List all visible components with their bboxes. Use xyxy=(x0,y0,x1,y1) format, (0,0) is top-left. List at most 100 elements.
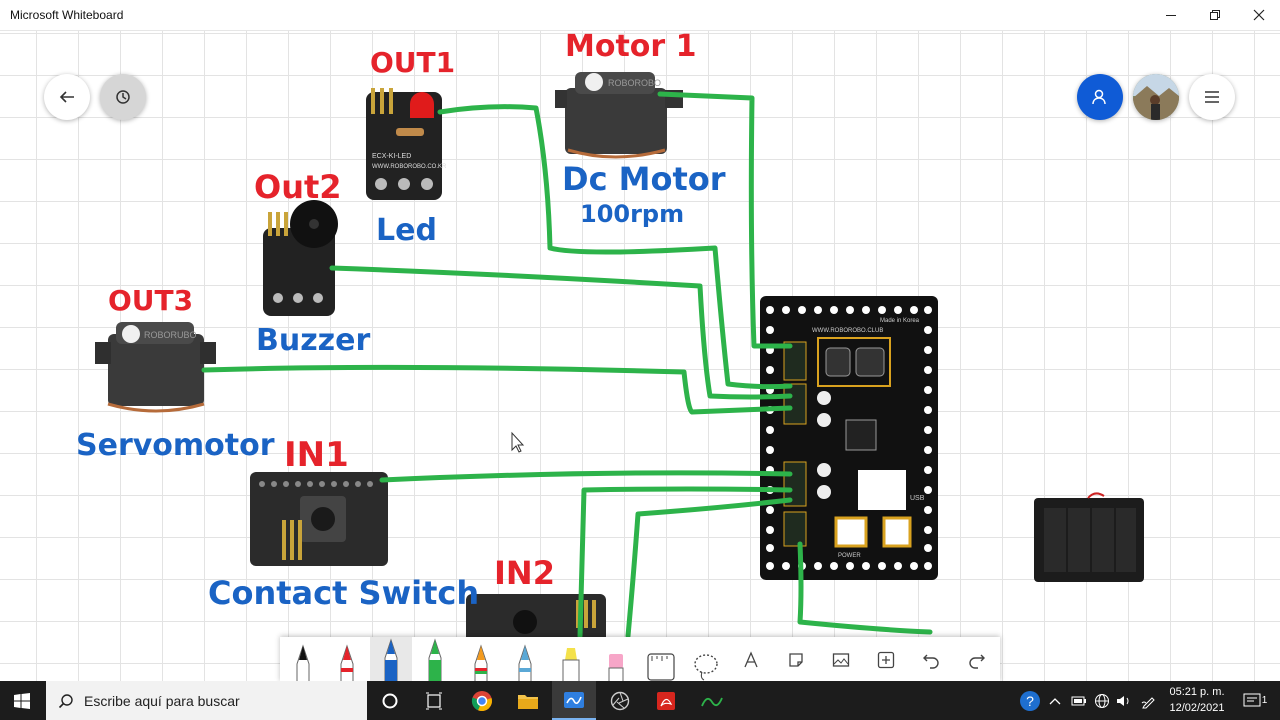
lasso-icon xyxy=(694,654,718,681)
task-view-icon xyxy=(426,692,442,709)
dc-motor-image[interactable]: ROBOROBO xyxy=(555,72,683,159)
black-pen-icon xyxy=(296,644,310,682)
clock-date: 12/02/2021 xyxy=(1169,702,1225,714)
taskbar-search[interactable]: Escribe aquí para buscar xyxy=(46,681,367,720)
back-button[interactable] xyxy=(44,74,90,120)
motor-brand-text: ROBOROBO xyxy=(608,78,661,88)
avatar[interactable] xyxy=(1133,74,1179,120)
battery-tray[interactable] xyxy=(1068,681,1090,720)
controller-board-image[interactable]: WWW.ROBOROBO.CLUB Made in Korea USB POWE… xyxy=(760,296,938,580)
svg-text:ROBORUBO: ROBORUBO xyxy=(144,330,197,340)
close-button[interactable] xyxy=(1236,0,1280,30)
undo-icon xyxy=(923,654,939,669)
led-module-text: WWW.ROBOROBO.CO.KR xyxy=(372,164,447,170)
label-motor1: Motor 1 xyxy=(565,31,697,64)
green-pen-icon xyxy=(428,638,442,682)
svg-text:?: ? xyxy=(1026,693,1034,709)
note-icon xyxy=(789,652,803,667)
chrome-icon xyxy=(471,690,492,711)
invite-button[interactable] xyxy=(1077,74,1123,120)
help-icon: ? xyxy=(1020,690,1040,711)
window-title: Microsoft Whiteboard xyxy=(10,8,124,22)
buzzer-module-image[interactable] xyxy=(263,200,338,316)
label-in1: IN1 xyxy=(284,435,349,475)
blue-pen-tool[interactable] xyxy=(370,637,412,682)
eraser-tool[interactable] xyxy=(595,637,637,682)
whiteboard-app[interactable] xyxy=(552,681,596,720)
acrobat-app[interactable] xyxy=(644,681,688,720)
highlighter-icon xyxy=(562,648,580,682)
contact-switch-image[interactable] xyxy=(250,472,388,566)
battery-pack-image[interactable] xyxy=(1034,492,1144,582)
menu-button[interactable] xyxy=(1189,74,1235,120)
image-tool[interactable] xyxy=(820,637,862,682)
show-hidden-icons[interactable] xyxy=(1046,681,1064,720)
black-pen-tool[interactable] xyxy=(282,637,324,682)
notification-count: 1 xyxy=(1261,695,1268,706)
image-icon xyxy=(832,652,850,667)
network-tray[interactable] xyxy=(1091,681,1113,720)
label-out3: OUT3 xyxy=(108,284,193,317)
undo-tool[interactable] xyxy=(910,637,952,682)
camera-app[interactable] xyxy=(598,681,642,720)
red-pen-icon xyxy=(340,644,354,682)
file-explorer-app[interactable] xyxy=(506,681,550,720)
green-wires xyxy=(201,91,933,639)
restore-button[interactable] xyxy=(1192,0,1238,30)
back-arrow-icon xyxy=(59,91,74,103)
globe-icon xyxy=(1095,693,1109,708)
replay-icon xyxy=(116,90,130,104)
svg-text:ECX-KI-LED: ECX-KI-LED xyxy=(372,153,411,160)
start-button[interactable] xyxy=(0,681,44,720)
add-tool[interactable] xyxy=(865,637,907,682)
notification-icon xyxy=(1243,693,1261,706)
power-text: POWER xyxy=(838,553,861,559)
ruler-icon xyxy=(647,653,675,681)
lasso-tool[interactable] xyxy=(685,637,727,682)
rainbow-pen-tool[interactable] xyxy=(460,637,502,682)
pen-icon xyxy=(1141,696,1155,708)
windows-taskbar: Escribe aquí para buscar ? 05:21 xyxy=(0,681,1280,720)
notifications-button[interactable]: 1 xyxy=(1238,681,1272,720)
system-clock[interactable]: 05:21 p. m. 12/02/2021 xyxy=(1158,684,1236,716)
highlighter-tool[interactable] xyxy=(550,637,592,682)
whiteboard-icon xyxy=(564,691,584,708)
ruler-tool[interactable] xyxy=(640,637,682,682)
rainbow-pen-icon xyxy=(474,644,488,682)
green-pen-tool[interactable] xyxy=(414,637,456,682)
restore-icon xyxy=(1210,10,1220,20)
text-tool[interactable] xyxy=(730,637,772,682)
servomotor-image[interactable]: ROBORUBO xyxy=(95,322,216,413)
hamburger-menu-icon xyxy=(1205,91,1219,103)
add-person-icon xyxy=(1092,89,1106,105)
label-contact-switch: Contact Switch xyxy=(208,574,479,612)
replay-button[interactable] xyxy=(100,74,146,120)
in2-module-image[interactable] xyxy=(466,594,606,644)
galaxy-pen-tool[interactable] xyxy=(504,637,546,682)
pen-workspace-tray[interactable] xyxy=(1138,681,1160,720)
wave-icon xyxy=(701,697,723,706)
whiteboard-canvas[interactable]: ECX-KI-LED WWW.ROBOROBO.CO.KR ROBOROBO xyxy=(0,31,1280,681)
cortana-button[interactable] xyxy=(368,681,412,720)
led-module-image[interactable]: ECX-KI-LED WWW.ROBOROBO.CO.KR xyxy=(366,88,447,200)
eraser-icon xyxy=(608,654,624,682)
arduino-app[interactable] xyxy=(690,681,734,720)
help-tray[interactable]: ? xyxy=(1016,681,1044,720)
redo-tool[interactable] xyxy=(956,637,998,682)
text-icon xyxy=(744,650,758,667)
note-tool[interactable] xyxy=(775,637,817,682)
red-pen-tool[interactable] xyxy=(326,637,368,682)
cortana-icon xyxy=(382,693,398,708)
chevron-up-icon xyxy=(1049,697,1061,704)
blue-pen-icon xyxy=(384,638,398,682)
task-view-button[interactable] xyxy=(412,681,456,720)
ink-drawing: ECX-KI-LED WWW.ROBOROBO.CO.KR ROBOROBO xyxy=(76,31,1144,644)
mouse-cursor-icon xyxy=(511,431,525,453)
minimize-icon xyxy=(1166,15,1176,16)
title-bar: Microsoft Whiteboard xyxy=(0,0,1280,31)
volume-tray[interactable] xyxy=(1113,681,1135,720)
label-in2: IN2 xyxy=(494,554,555,592)
minimize-button[interactable] xyxy=(1148,0,1194,30)
chrome-app[interactable] xyxy=(460,681,504,720)
usb-text: USB xyxy=(910,495,925,502)
